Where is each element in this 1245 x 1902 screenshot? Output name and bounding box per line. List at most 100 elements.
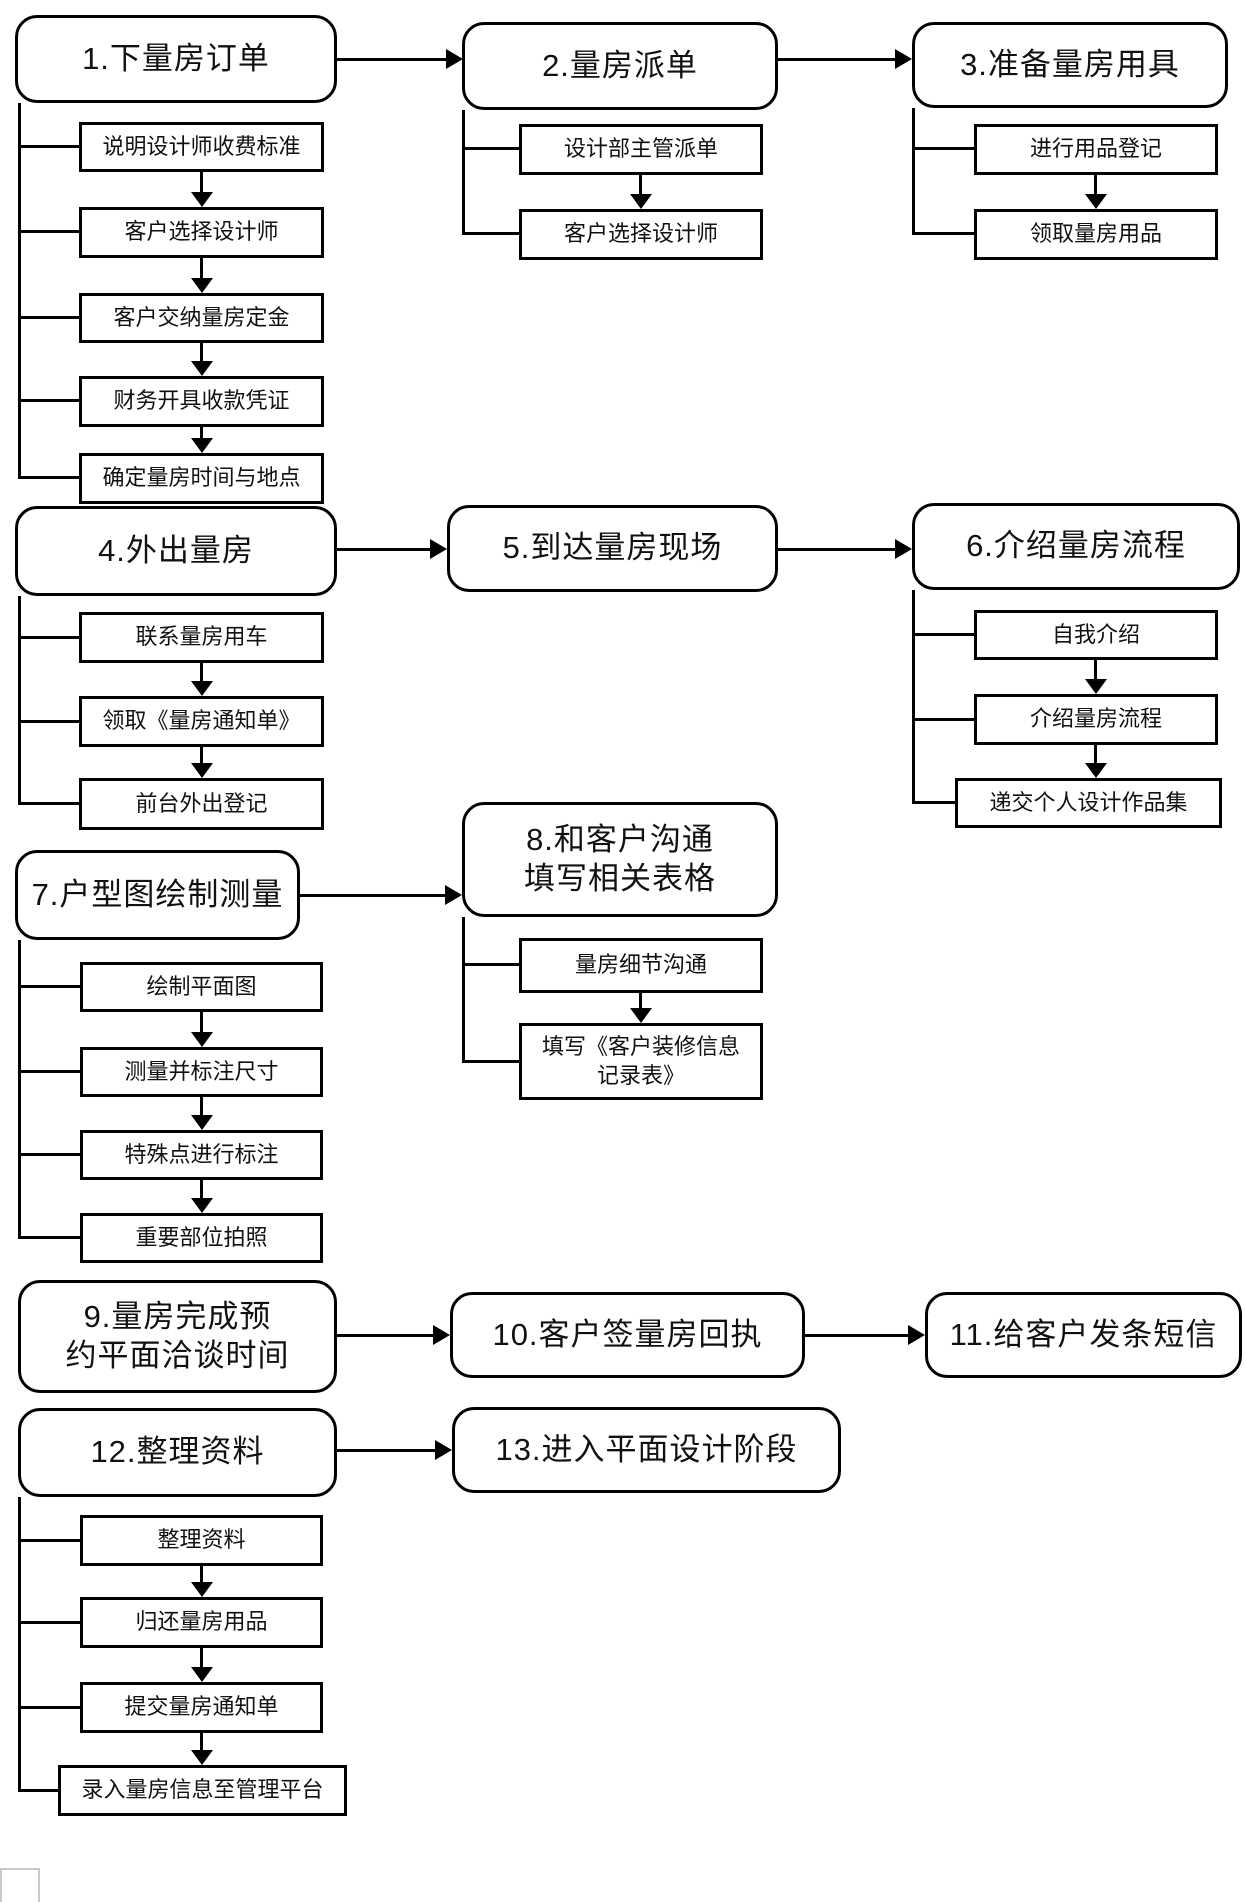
stage-1-stub-1 xyxy=(18,145,79,148)
stage-2-stub-1 xyxy=(462,147,519,150)
stage-1-box: 1.下量房订单 xyxy=(15,15,337,103)
stage-7-step-4-box: 重要部位拍照 xyxy=(80,1213,323,1263)
stage-3-bracket-line xyxy=(912,108,915,235)
arrowhead-7-8 xyxy=(445,885,462,905)
stage-12-bracket-line xyxy=(18,1497,21,1792)
stage-12-arrowhead-1 xyxy=(191,1582,213,1597)
connector-7-8 xyxy=(300,894,445,897)
stage-6-arrow-line-1 xyxy=(1094,660,1097,679)
stage-4-stub-2 xyxy=(18,720,79,723)
clipped-corner-box xyxy=(0,1868,40,1902)
stage-12-step-2-box: 归还量房用品 xyxy=(80,1597,323,1648)
stage-4-step-1-box: 联系量房用车 xyxy=(79,612,324,663)
stage-2-arrowhead-1 xyxy=(630,194,652,209)
stage-12-arrowhead-2 xyxy=(191,1667,213,1682)
stage-12-stub-4 xyxy=(18,1789,58,1792)
stage-7-arrowhead-3 xyxy=(191,1198,213,1213)
stage-6-stub-1 xyxy=(912,633,974,636)
stage-7-stub-4 xyxy=(18,1236,80,1239)
arrowhead-5-6 xyxy=(895,539,912,559)
stage-1-arrowhead-1 xyxy=(191,192,213,207)
stage-1-step-4-box: 财务开具收款凭证 xyxy=(79,376,324,427)
stage-6-box: 6.介绍量房流程 xyxy=(912,503,1240,590)
stage-3-arrow-line-1 xyxy=(1094,175,1097,194)
stage-3-step-1-box: 进行用品登记 xyxy=(974,124,1218,175)
stage-6-arrowhead-1 xyxy=(1085,679,1107,694)
stage-8-stub-1 xyxy=(462,963,519,966)
stage-2-stub-2 xyxy=(462,232,519,235)
stage-8-arrowhead-1 xyxy=(630,1008,652,1023)
connector-1-2 xyxy=(337,58,446,61)
stage-12-stub-3 xyxy=(18,1706,80,1709)
stage-4-stub-3 xyxy=(18,802,79,805)
stage-4-arrowhead-2 xyxy=(191,763,213,778)
stage-7-arrowhead-2 xyxy=(191,1115,213,1130)
stage-1-arrow-line-4 xyxy=(200,427,203,439)
stage-3-stub-1 xyxy=(912,147,974,150)
connector-10-11 xyxy=(805,1334,908,1337)
stage-12-stub-2 xyxy=(18,1621,80,1624)
stage-12-step-3-box: 提交量房通知单 xyxy=(80,1682,323,1733)
connector-9-10 xyxy=(337,1334,433,1337)
stage-7-step-3-box: 特殊点进行标注 xyxy=(80,1130,323,1180)
stage-8-arrow-line-1 xyxy=(639,993,642,1008)
stage-1-arrow-line-1 xyxy=(200,172,203,192)
stage-2-step-1-box: 设计部主管派单 xyxy=(519,124,763,175)
stage-7-box: 7.户型图绘制测量 xyxy=(15,850,300,940)
stage-1-arrowhead-3 xyxy=(191,361,213,376)
stage-4-box: 4.外出量房 xyxy=(15,506,337,596)
stage-12-arrow-line-1 xyxy=(200,1566,203,1582)
connector-12-13 xyxy=(337,1449,435,1452)
stage-4-bracket-line xyxy=(18,596,21,805)
stage-6-arrowhead-2 xyxy=(1085,763,1107,778)
stage-12-arrow-line-3 xyxy=(200,1733,203,1750)
stage-6-step-1-box: 自我介绍 xyxy=(974,610,1218,660)
stage-2-box: 2.量房派单 xyxy=(462,22,778,110)
stage-11-box: 11.给客户发条短信 xyxy=(925,1292,1242,1378)
stage-7-stub-3 xyxy=(18,1153,80,1156)
stage-1-stub-5 xyxy=(18,476,79,479)
stage-1-step-1-box: 说明设计师收费标准 xyxy=(79,122,324,172)
stage-5-box: 5.到达量房现场 xyxy=(447,505,778,592)
stage-1-bracket-line xyxy=(18,103,21,479)
stage-4-arrow-line-1 xyxy=(200,663,203,681)
stage-6-stub-2 xyxy=(912,718,974,721)
stage-12-arrow-line-2 xyxy=(200,1648,203,1667)
stage-7-arrow-line-1 xyxy=(200,1012,203,1032)
stage-2-bracket-line xyxy=(462,110,465,235)
stage-4-stub-1 xyxy=(18,636,79,639)
stage-1-arrow-line-2 xyxy=(200,258,203,278)
arrowhead-1-2 xyxy=(446,49,463,69)
stage-1-arrowhead-2 xyxy=(191,278,213,293)
stage-7-bracket-line xyxy=(18,940,21,1239)
arrowhead-12-13 xyxy=(435,1440,452,1460)
stage-2-step-2-box: 客户选择设计师 xyxy=(519,209,763,260)
stage-1-step-5-box: 确定量房时间与地点 xyxy=(79,453,324,504)
stage-3-box: 3.准备量房用具 xyxy=(912,22,1228,108)
stage-12-arrowhead-3 xyxy=(191,1750,213,1765)
stage-4-step-3-box: 前台外出登记 xyxy=(79,778,324,830)
stage-7-stub-1 xyxy=(18,985,80,988)
stage-1-stub-3 xyxy=(18,316,79,319)
stage-12-stub-1 xyxy=(18,1539,80,1542)
stage-7-step-1-box: 绘制平面图 xyxy=(80,962,323,1012)
stage-7-arrow-line-3 xyxy=(200,1180,203,1198)
stage-6-arrow-line-2 xyxy=(1094,745,1097,763)
stage-3-stub-2 xyxy=(912,232,974,235)
stage-3-arrowhead-1 xyxy=(1085,194,1107,209)
connector-4-5 xyxy=(337,548,430,551)
connector-2-3 xyxy=(778,58,895,61)
stage-7-stub-2 xyxy=(18,1070,80,1073)
stage-1-stub-2 xyxy=(18,230,79,233)
stage-7-step-2-box: 测量并标注尺寸 xyxy=(80,1047,323,1097)
stage-6-bracket-line xyxy=(912,590,915,804)
arrowhead-4-5 xyxy=(430,539,447,559)
stage-12-step-4-box: 录入量房信息至管理平台 xyxy=(58,1765,347,1816)
stage-1-arrow-line-3 xyxy=(200,343,203,361)
stage-8-step-2-box: 填写《客户装修信息 记录表》 xyxy=(519,1023,763,1100)
stage-8-stub-2 xyxy=(462,1060,519,1063)
stage-2-arrow-line-1 xyxy=(639,175,642,194)
stage-6-stub-3 xyxy=(912,801,955,804)
stage-10-box: 10.客户签量房回执 xyxy=(450,1292,805,1378)
